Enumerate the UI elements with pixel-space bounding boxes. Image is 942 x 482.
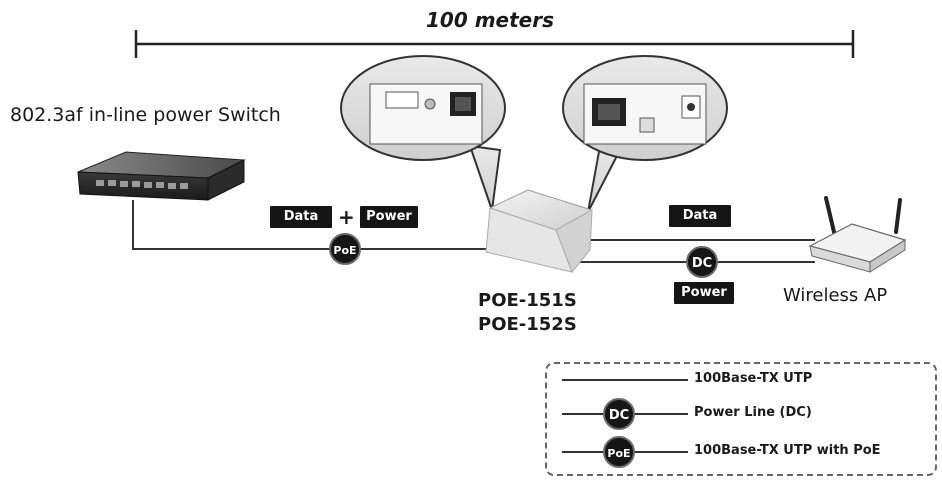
plus-sign: + <box>338 205 355 229</box>
legend-label-poe: 100Base-TX UTP with PoE <box>694 443 881 458</box>
zoom-bubble-right <box>562 55 728 213</box>
data-tag-left: Data <box>270 206 332 228</box>
wireless-ap-label: Wireless AP <box>783 285 888 306</box>
distance-label: 100 meters <box>425 8 554 32</box>
poe-cable <box>132 200 490 250</box>
legend-label-utp: 100Base-TX UTP <box>694 371 813 386</box>
wireless-ap-device <box>808 196 907 273</box>
model-name-1: POE-151S <box>478 290 577 311</box>
data-tag-right: Data <box>669 205 731 227</box>
legend-dc-badge: DC <box>603 398 635 430</box>
power-tag-right: Power <box>674 282 734 304</box>
legend-label-dc: Power Line (DC) <box>694 405 812 420</box>
power-tag-left: Power <box>360 206 418 228</box>
poe-splitter-device <box>485 189 594 273</box>
switch-device <box>77 151 246 201</box>
distance-span <box>134 30 855 58</box>
zoom-bubble-left <box>340 55 506 211</box>
legend-poe-badge: PoE <box>603 436 635 468</box>
switch-label: 802.3af in-line power Switch <box>10 104 281 126</box>
poe-badge: PoE <box>329 233 361 265</box>
model-name-2: POE-152S <box>478 314 577 335</box>
dc-badge: DC <box>686 246 718 278</box>
